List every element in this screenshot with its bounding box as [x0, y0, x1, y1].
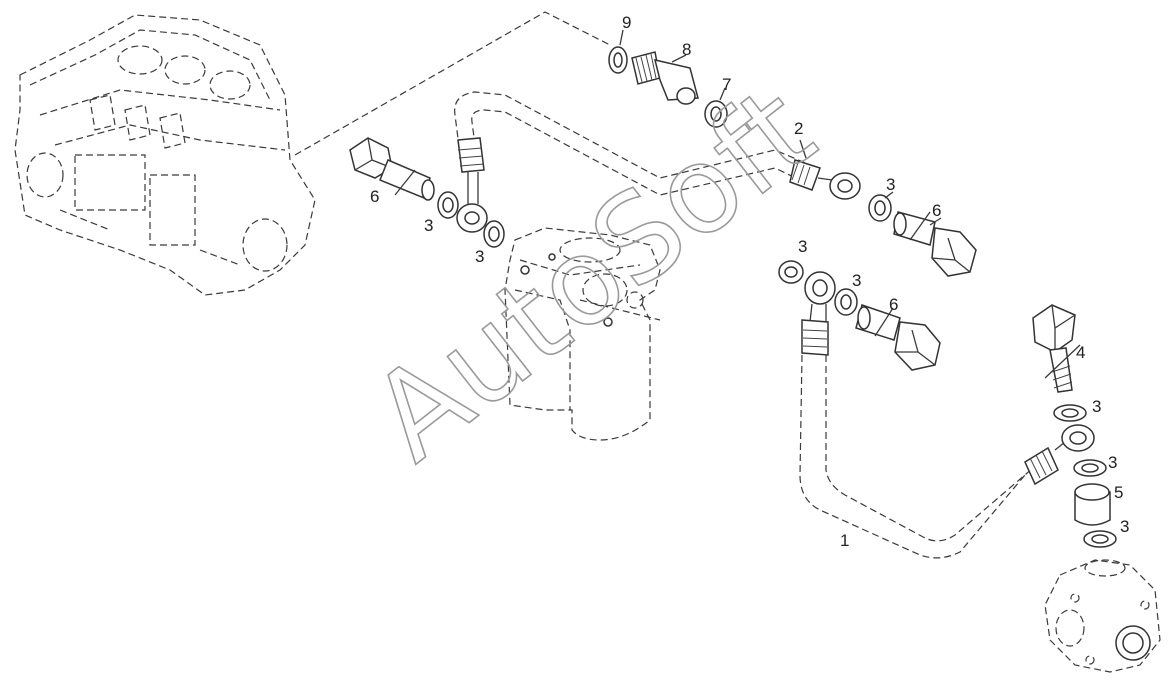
callout-3-d: 3 — [798, 237, 807, 256]
washer-3-d — [778, 260, 804, 284]
callout-3-g: 3 — [1108, 453, 1117, 472]
washer-3-g — [1073, 459, 1107, 477]
callout-3-h: 3 — [1120, 517, 1129, 536]
callout-2: 2 — [794, 119, 803, 138]
valve-8 — [631, 51, 699, 105]
bolt-4 — [1032, 304, 1081, 393]
return-line — [294, 11, 611, 156]
callout-3-a: 3 — [424, 216, 433, 235]
banjo-fitting-right — [1061, 424, 1095, 452]
callout-6-upper-right: 6 — [932, 201, 941, 220]
callout-3-c: 3 — [886, 175, 895, 194]
bolt-6-lower-right — [855, 304, 941, 371]
callout-labels: 9 8 7 2 6 3 3 3 6 3 3 6 4 3 3 5 3 1 — [370, 13, 1129, 550]
washer-9 — [608, 46, 628, 74]
callout-9: 9 — [622, 13, 631, 32]
callout-6-lower-right: 6 — [889, 295, 898, 314]
washer-3-a — [437, 191, 459, 219]
washer-3-c — [868, 194, 892, 222]
pipe-1 — [799, 271, 1071, 559]
washer-3-e — [834, 288, 858, 316]
callout-7: 7 — [722, 75, 731, 94]
leader-lines — [619, 29, 942, 226]
fuel-filter — [504, 227, 661, 441]
callout-1: 1 — [840, 531, 849, 550]
bolt-6-upper-right — [893, 211, 977, 277]
pipe-2 — [454, 91, 861, 200]
engine-block — [14, 14, 316, 296]
banjo-fitting-left — [456, 172, 488, 233]
washer-3-h — [1083, 530, 1117, 548]
washer-3-f — [1053, 404, 1087, 422]
washer-3-b — [483, 220, 505, 248]
callout-6-left: 6 — [370, 187, 379, 206]
pump-housing — [1044, 559, 1161, 673]
callout-5: 5 — [1114, 483, 1123, 502]
callout-3-f: 3 — [1092, 397, 1101, 416]
sleeve-5 — [1074, 483, 1111, 526]
callout-3-b: 3 — [475, 247, 484, 266]
callout-4: 4 — [1076, 343, 1085, 362]
washer-7 — [704, 100, 728, 128]
watermark: AutoSoft — [347, 61, 839, 488]
bolt-6-left — [349, 137, 435, 201]
callout-3-e: 3 — [852, 271, 861, 290]
callout-8: 8 — [682, 40, 691, 59]
